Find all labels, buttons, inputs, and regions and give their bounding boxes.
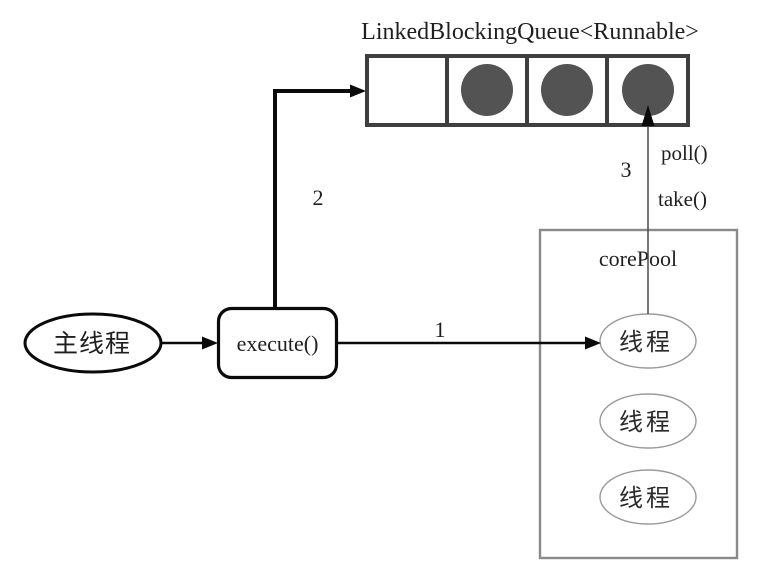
take-label: take() bbox=[658, 187, 707, 211]
thread-node: 线程 bbox=[599, 313, 697, 369]
queue-title: LinkedBlockingQueue<Runnable> bbox=[361, 19, 699, 45]
main-thread-label: 主线程 bbox=[53, 330, 131, 358]
dequeue-arrow: 3 poll() take() bbox=[621, 105, 708, 314]
execute-label: execute() bbox=[237, 331, 319, 356]
thread-label: 线程 bbox=[619, 485, 673, 512]
task-circle bbox=[622, 64, 674, 116]
poll-label: poll() bbox=[661, 141, 708, 165]
enqueue-line bbox=[273, 89, 351, 310]
thread-ellipse bbox=[599, 393, 697, 449]
submit-arrow bbox=[161, 336, 218, 350]
execute-box bbox=[216, 306, 339, 380]
execute-node: execute() bbox=[216, 306, 339, 380]
enqueue-arrowhead bbox=[350, 84, 366, 98]
thread-node: 线程 bbox=[599, 393, 697, 449]
thread-node: 线程 bbox=[599, 469, 697, 525]
thread-label: 线程 bbox=[619, 409, 673, 436]
main-thread-node: 主线程 bbox=[23, 312, 163, 374]
task-circle bbox=[541, 64, 593, 116]
step-1-label: 1 bbox=[435, 317, 446, 342]
submit-arrowhead bbox=[202, 336, 218, 350]
dequeue-arrowhead bbox=[641, 105, 655, 126]
core-pool-box: corePool 线程 线程 线程 bbox=[538, 228, 739, 560]
thread-ellipse bbox=[599, 469, 697, 525]
task-circle bbox=[461, 64, 513, 116]
thread-label: 线程 bbox=[619, 329, 673, 356]
blocking-queue bbox=[365, 54, 690, 127]
core-pool-label: corePool bbox=[599, 246, 677, 271]
step-2-label: 2 bbox=[313, 185, 324, 210]
enqueue-arrow: 2 bbox=[273, 84, 366, 310]
step-3-label: 3 bbox=[621, 157, 632, 182]
dispatch-arrow: 1 bbox=[338, 317, 601, 350]
dispatch-arrowhead bbox=[585, 336, 601, 350]
